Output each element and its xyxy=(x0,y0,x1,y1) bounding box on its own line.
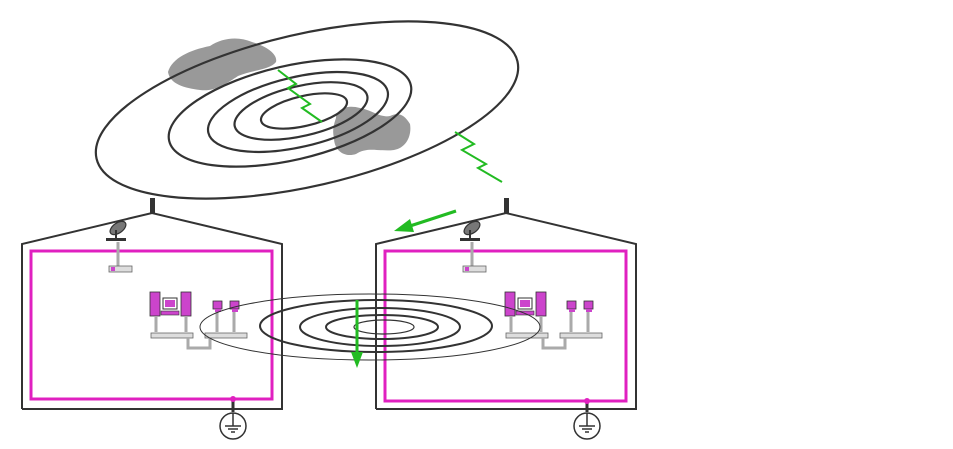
left-building-outline xyxy=(21,211,283,410)
lightning-bolt-icon xyxy=(454,131,503,183)
ground-ring-5 xyxy=(353,319,415,335)
ground-symbol-icon xyxy=(219,412,247,440)
ground-ring-4 xyxy=(325,314,439,340)
server-tower-icon xyxy=(535,291,547,317)
computer-icon xyxy=(160,297,180,316)
ground-ring-1 xyxy=(199,293,541,361)
satellite-dish-icon xyxy=(460,220,481,241)
satellite-dish-icon xyxy=(106,220,127,241)
sky-field-rings xyxy=(94,20,520,200)
ground-field-rings xyxy=(199,293,541,361)
terminal-icon xyxy=(566,300,577,312)
right-server-tower xyxy=(504,291,549,339)
right-lps-fence xyxy=(383,249,628,403)
left-antenna-box xyxy=(108,265,133,273)
right-lightning-rod xyxy=(504,198,509,213)
ground-ring-3 xyxy=(299,307,461,347)
downward-current-arrow xyxy=(351,300,363,368)
lightning-bolt-icon xyxy=(277,69,323,123)
right-building-outline xyxy=(375,211,637,410)
left-building xyxy=(21,198,283,440)
right-building xyxy=(375,198,637,440)
ground-symbol-icon xyxy=(573,412,601,440)
computer-icon xyxy=(515,297,535,316)
left-rack-1 xyxy=(150,332,194,339)
left-lps-fence xyxy=(29,249,274,401)
ground-ring-2 xyxy=(259,299,493,353)
terminal-icon xyxy=(212,300,223,312)
left-terminals xyxy=(204,300,248,339)
lightning-bolts xyxy=(277,69,503,183)
left-server-tower xyxy=(149,291,194,339)
terminal-icon xyxy=(583,300,594,312)
left-interconnect-cable xyxy=(186,338,212,350)
sky-ring-4 xyxy=(233,81,369,141)
terminal-icon xyxy=(229,300,240,312)
server-tower-icon xyxy=(504,291,516,317)
sky-ring-3 xyxy=(206,71,390,153)
left-lightning-rod xyxy=(150,198,155,213)
server-tower-icon xyxy=(149,291,161,317)
left-rack-2 xyxy=(204,332,248,339)
cloud-left xyxy=(168,38,277,91)
sky-ring-2 xyxy=(167,58,413,168)
induced-current-arrow xyxy=(394,209,457,232)
server-tower-icon xyxy=(180,291,192,317)
right-rack-1 xyxy=(505,332,549,339)
right-antenna-box xyxy=(462,265,487,273)
right-interconnect-cable xyxy=(541,338,567,350)
sky-ring-1 xyxy=(94,20,520,200)
right-rack-2 xyxy=(559,332,603,339)
right-terminals xyxy=(559,300,603,339)
